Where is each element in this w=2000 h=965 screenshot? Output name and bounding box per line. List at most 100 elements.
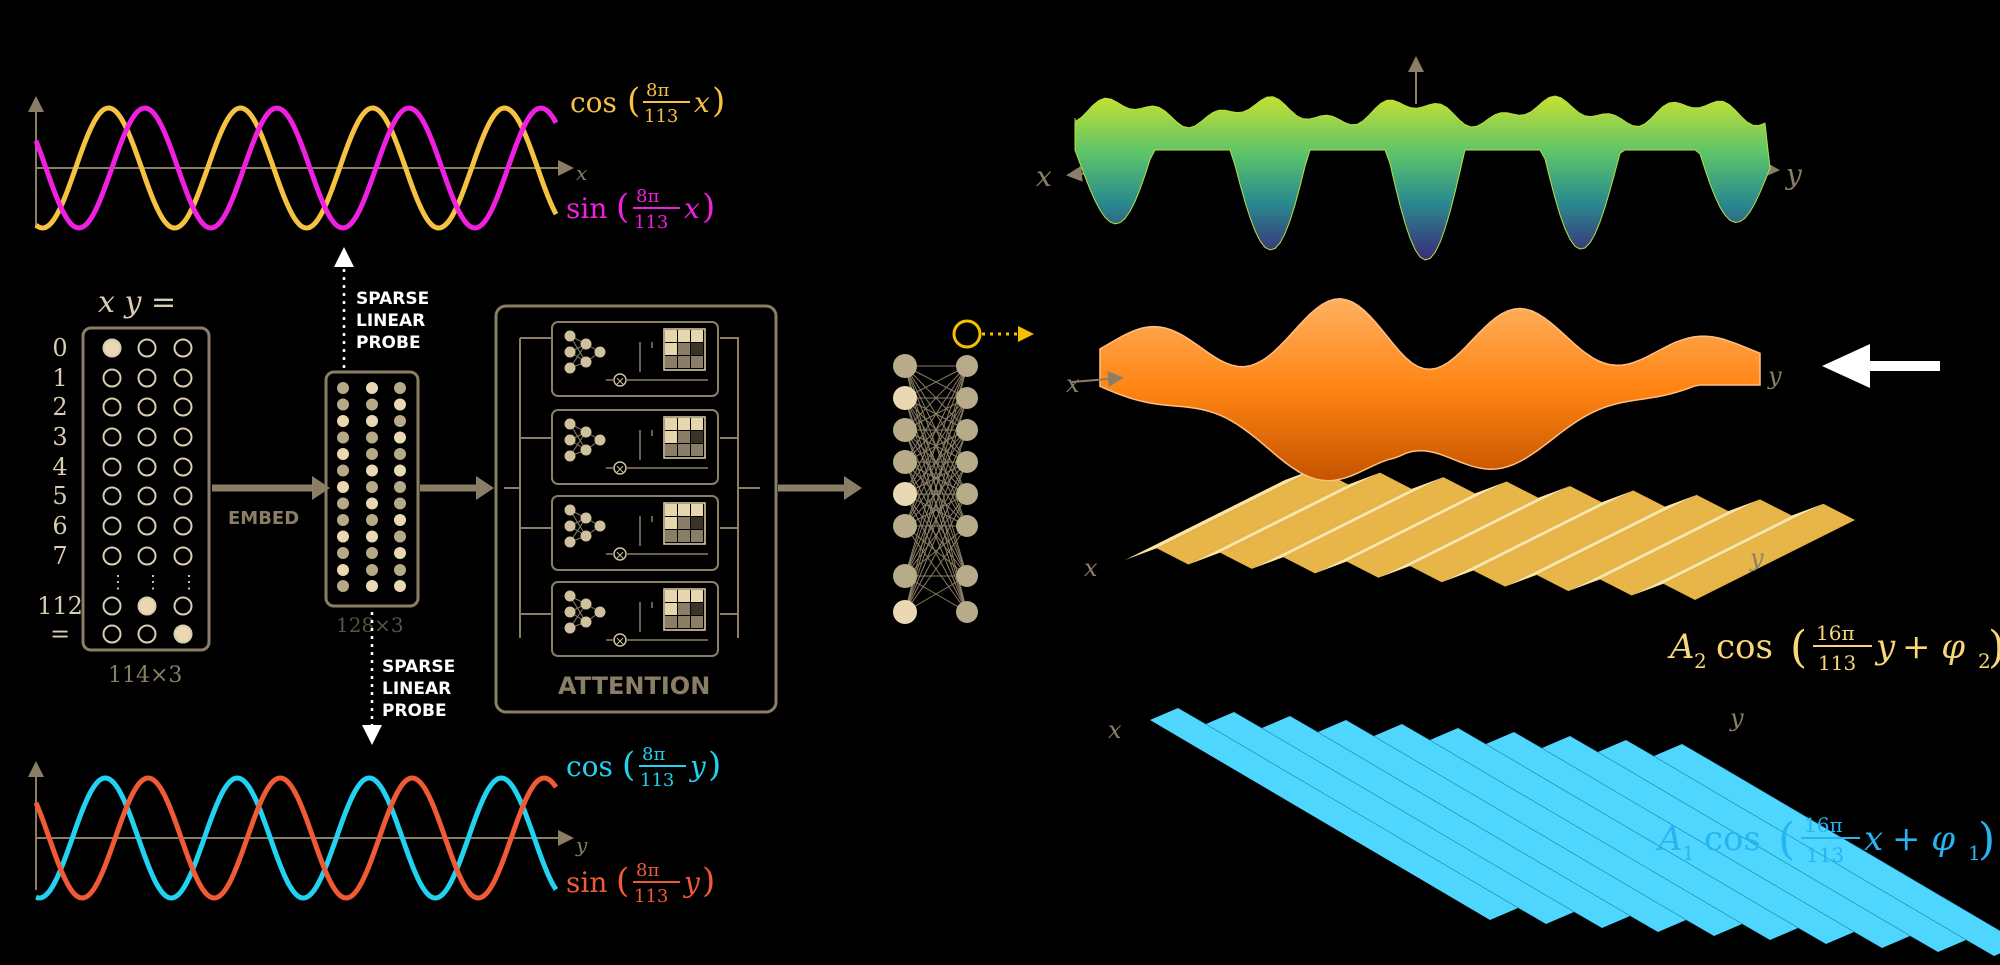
hidden-node — [337, 415, 349, 427]
probe-top-line-2: LINEAR — [356, 311, 425, 331]
sin-y-numerator: 8π — [636, 860, 659, 881]
attention-matrix-cell — [691, 444, 703, 456]
mlp-input-node — [893, 418, 917, 442]
hidden-node — [366, 530, 378, 543]
hidden-node — [394, 398, 406, 411]
ridge-face — [1262, 716, 1630, 928]
hidden-node — [337, 497, 349, 510]
attention-node — [564, 346, 576, 358]
ridge-face — [1682, 744, 2000, 932]
input-node — [137, 338, 157, 358]
hidden-node — [337, 514, 349, 526]
attention-matrix-cell — [678, 590, 690, 602]
attention-label: ATTENTION — [558, 672, 710, 700]
attention-flow — [606, 516, 708, 555]
input-row-label: 5 — [52, 482, 67, 510]
hidden-node — [394, 547, 406, 559]
svg-text:A: A — [1667, 627, 1695, 667]
sin-x-var: x — [684, 192, 700, 225]
ridge-face — [1283, 477, 1475, 574]
ridge-face — [1374, 724, 1742, 936]
ridge-face — [1458, 728, 1826, 944]
input-node — [102, 486, 122, 506]
attention-matrix-cell — [678, 603, 690, 615]
green-y-label: y — [1784, 158, 1803, 191]
orange-y-label: y — [1767, 362, 1782, 390]
input-node — [102, 516, 122, 536]
input-node — [137, 457, 157, 477]
hidden-node — [337, 580, 349, 592]
green-surface: x y — [1036, 56, 1803, 261]
hidden-node — [337, 382, 349, 394]
mlp-output-node — [956, 483, 978, 505]
ridge-face — [1505, 494, 1697, 587]
input-matrix-frame — [81, 326, 211, 652]
attention-matrix-cell — [678, 517, 690, 529]
ridge-face — [1156, 468, 1349, 565]
hidden-node — [394, 530, 406, 543]
input-header: x y = — [98, 285, 176, 320]
hidden-node — [366, 547, 378, 559]
ellipsis-dots: ⋮ — [144, 572, 162, 593]
sin-y-label: sin — [566, 866, 607, 899]
mlp-edge — [904, 429, 968, 577]
mlp-input-node — [893, 564, 917, 588]
attention-matrix-cell — [678, 356, 690, 368]
attention-node — [580, 598, 592, 610]
ridge-face — [1631, 503, 1824, 596]
svg-text:113: 113 — [1818, 651, 1856, 675]
svg-text:(: ( — [616, 187, 629, 227]
attention-matrix-cell — [665, 504, 677, 516]
hidden-node — [366, 514, 378, 526]
cos-x-label: cos — [570, 86, 617, 119]
mlp-edge — [904, 397, 968, 527]
ridge-face — [1663, 503, 1855, 600]
attention-node — [564, 606, 576, 618]
mlp-output-node — [956, 515, 978, 537]
ridge-face — [1206, 712, 1574, 924]
ridge-face — [1220, 472, 1412, 569]
input-node — [173, 457, 193, 477]
attention-matrix-cell — [665, 616, 677, 628]
attention-node — [594, 346, 606, 358]
mlp-output-node — [956, 419, 978, 441]
attention-flow — [606, 430, 708, 469]
attention-node — [594, 606, 606, 618]
input-row-label: 6 — [52, 512, 67, 540]
mlp-input-node — [893, 482, 917, 506]
attention-matrix-cell — [678, 616, 690, 628]
ridge-face — [1251, 477, 1444, 569]
input-node — [102, 338, 122, 358]
input-row-label: 2 — [52, 393, 67, 421]
probe-bottom-line-2: LINEAR — [382, 679, 451, 699]
probe-top-line-3: PROBE — [356, 333, 421, 353]
svg-text:): ) — [702, 187, 715, 227]
attention-matrix-cell — [691, 356, 703, 368]
svg-text:(: ( — [1790, 622, 1807, 673]
input-row-label: 1 — [52, 364, 67, 392]
attention-head-frame — [551, 409, 719, 485]
bottom-wave-panel: y cos ( 8π 113 y ) sin ( 8π 113 y ) — [28, 744, 721, 907]
input-node — [102, 624, 122, 644]
probe-top: SPARSE LINEAR PROBE — [334, 247, 429, 368]
multiply-icon: × — [615, 634, 625, 648]
attention-frame — [494, 304, 778, 714]
hidden-node — [394, 448, 406, 460]
surface-stack: x y x y x y x y — [1036, 56, 2000, 956]
input-node — [102, 368, 122, 388]
attention-node — [580, 444, 592, 456]
input-node — [137, 368, 157, 388]
attention-matrix-cell — [665, 517, 677, 529]
svg-text:16π: 16π — [1804, 813, 1843, 837]
ridge-face — [1125, 468, 1317, 560]
attention-matrix-cell — [678, 431, 690, 443]
mlp-edge — [904, 365, 968, 495]
probe-bottom: SPARSE LINEAR PROBE — [362, 612, 455, 745]
svg-text:+ φ: + φ — [1892, 819, 1955, 859]
mlp-edge — [904, 365, 968, 463]
input-node — [137, 427, 157, 447]
equation-a2: A 2 cos ( 16π 113 y + φ 2 ) — [1667, 621, 2000, 675]
probe-bottom-line-3: PROBE — [382, 701, 447, 721]
